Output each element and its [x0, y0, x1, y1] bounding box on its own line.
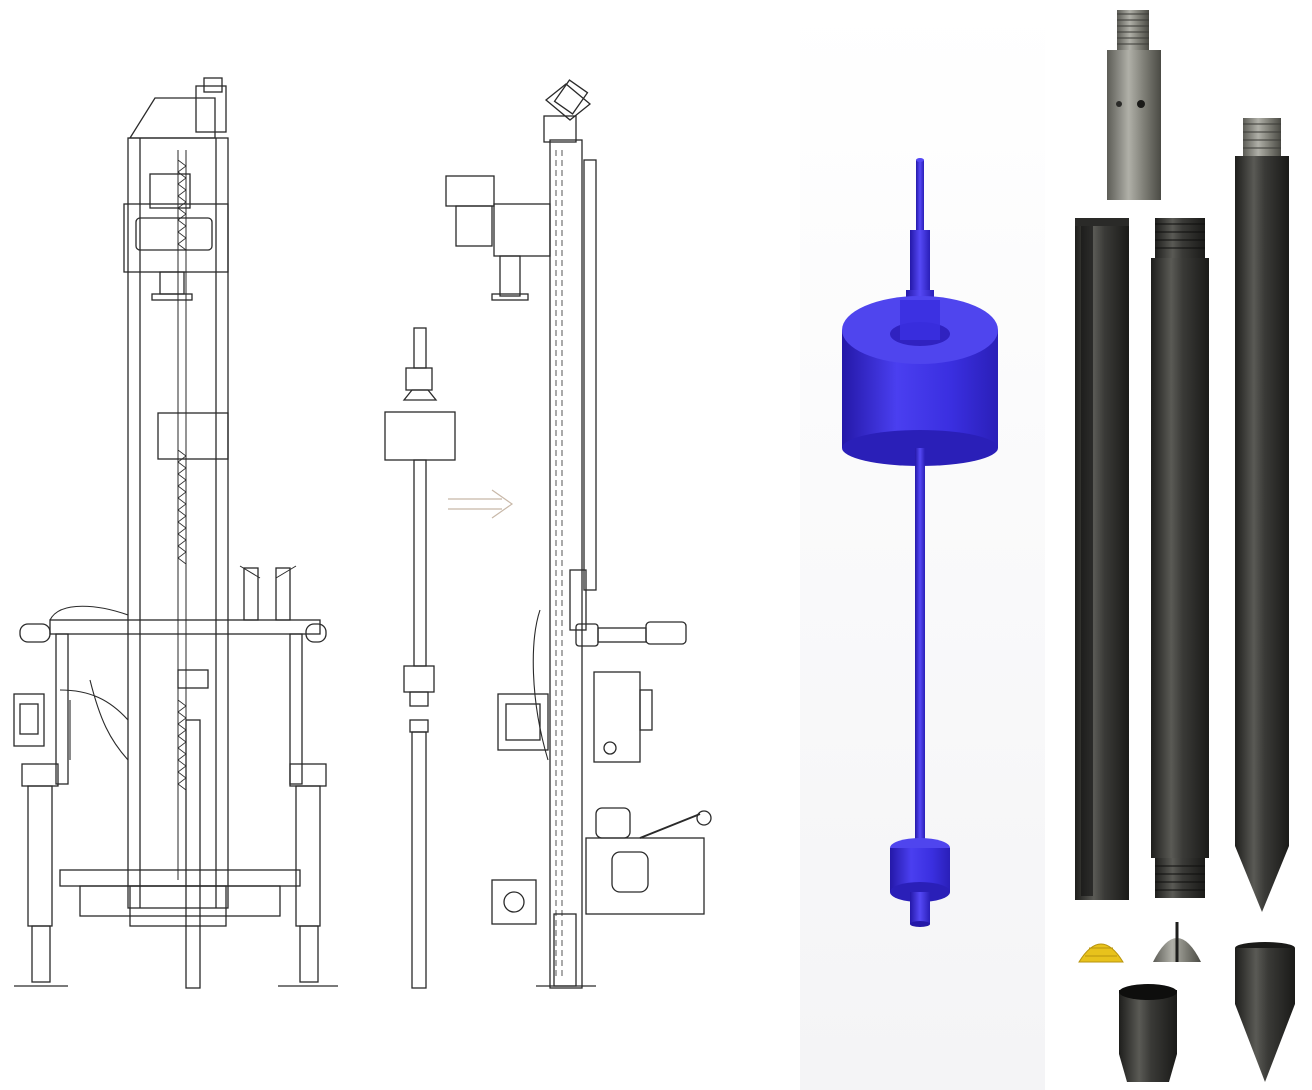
drill-rig-side-view	[445, 79, 712, 989]
steel-core-catcher	[1153, 922, 1201, 962]
transition-arrow	[448, 489, 514, 519]
hammer-3d-model	[842, 158, 998, 927]
sampling-tools-photo-panel	[1045, 0, 1312, 1090]
drill-rig-front-view	[13, 77, 338, 989]
yellow-core-catcher	[1078, 943, 1124, 963]
technical-drawing-panel	[13, 77, 712, 989]
hammer-assembly-view	[384, 327, 456, 989]
threaded-casing-tube	[1151, 218, 1209, 898]
threaded-adapter	[1107, 10, 1161, 200]
hammer-3d-render-panel	[800, 0, 1045, 1090]
sampler-shoe	[1119, 984, 1177, 1082]
split-tube-sampler	[1075, 218, 1129, 900]
conical-drive-point	[1235, 118, 1289, 912]
loose-drive-cone	[1235, 942, 1295, 1082]
